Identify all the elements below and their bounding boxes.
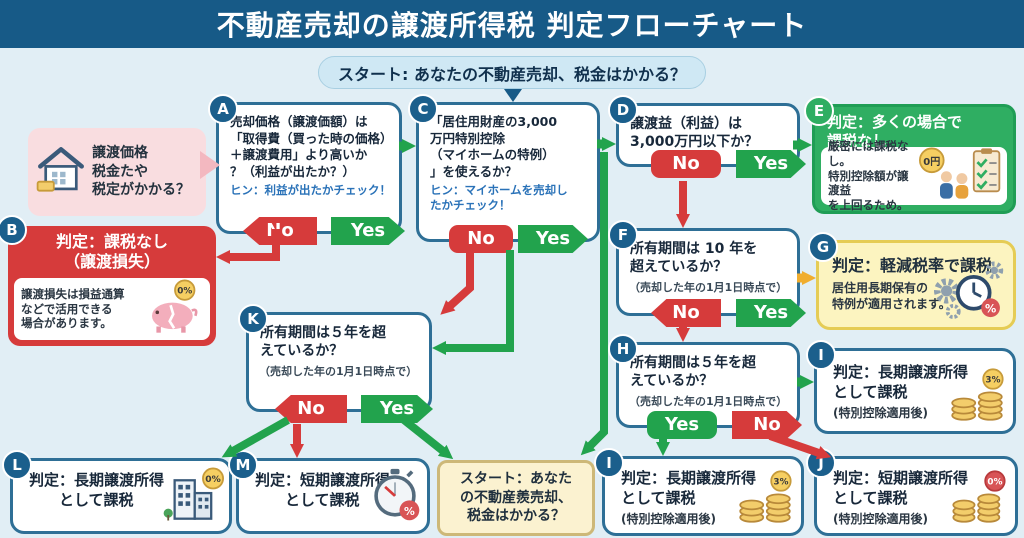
bubble-text: 譲渡価格 税金たや 税定がかかる？ [92,144,190,199]
page-header: 不動産売却の譲渡所得税 判定フローチャート [0,0,1024,48]
node-E: E 判定：多くの場合で 課税なし 厳密には課税なし。 特別控除額が譲渡益 を上回… [804,96,1016,214]
node-G-body: 居住用長期保有の 特例が適用されます。 [832,281,951,312]
coin-stack-icon: 0% [948,469,1010,529]
coin-stack-icon: 3% [946,367,1008,427]
node-I-mid-badge: I [806,340,836,370]
node-D: D 譲渡益（利益）は 3,000万円以下か？ No Yes [608,95,806,178]
page-title: 不動産売却の譲渡所得税 判定フローチャート [216,9,808,42]
node-I-mid-note: (特別控除適用後) [833,405,928,420]
K-to-L-arrow [221,416,290,458]
node-I-bottom-badge: I [594,448,624,478]
node-G-badge: G [808,232,838,262]
svg-text:3%: 3% [985,376,1000,386]
node-I-bottom: I 判定：長期譲渡所得 として課税 (特別控除適用後) 3% [594,448,804,536]
node-C-question: 「居住用財産の3,000 万円特別控除 （マイホームの特例） 」を使えるか？ [430,114,558,179]
node-F-question: 所有期間は 10 年を 超えているか？ [630,241,758,276]
node-F-yes-button[interactable]: Yes [736,299,806,327]
node-H: H 所有期間は５年を超 えているか？ （売却した年の1月1日時点で） Yes N… [608,334,802,439]
node-B-title: 判定：課税なし （譲渡損失） [55,232,168,271]
start-bottom-label: スタート：あなた の不動産羨売却、 税金はかかる？ [460,470,572,525]
node-J: J 判定：短期譲渡所得 として課税 (特別控除適用後) 0% [806,448,1018,536]
node-A-question: 売却価格（譲渡価額）は 「取得費（買った時の価格） ＋譲渡費用」より高いか ？（… [230,114,393,179]
svg-text:0%: 0% [205,475,221,485]
piggy-bank-icon: 0% [144,278,206,340]
K-yes-to-start-bottom-arrow [401,416,454,460]
node-D-badge: D [608,95,638,125]
start-top-pill: スタート: あなたの不動産売却、税金はかかる？ [318,56,706,89]
node-D-no-button[interactable]: No [651,150,721,178]
svg-text:0%: 0% [177,287,192,297]
node-M: M 判定：短期譲渡所得 として課税 % [228,450,430,534]
node-L-title: 判定：長期譲渡所得 として課税 [29,471,165,510]
node-A-no-button[interactable]: No [243,217,317,245]
start-to-C-arrow [504,89,522,102]
node-H-yes-button[interactable]: Yes [647,411,717,439]
node-A-badge: A [208,94,238,124]
node-K-question: 所有期間は５年を超 えているか？ [260,325,386,360]
node-J-badge: J [806,448,836,478]
node-C-yes-button[interactable]: Yes [518,225,588,253]
node-I-mid: I 判定：長期譲渡所得 として課税 (特別控除適用後) 3% [806,340,1016,434]
node-H-no-button[interactable]: No [732,411,802,439]
node-M-title: 判定：短期譲渡所得 として課税 [255,471,391,510]
node-F: F 所有期間は 10 年を 超えているか？ （売却した年の1月1日時点で） No… [608,220,806,327]
node-L-badge: L [2,450,32,480]
node-G-title: 判定：軽減税率で課税 [832,256,993,275]
house-icon [34,142,88,202]
start-top-label: スタート: あなたの不動産売却、税金はかかる？ [338,64,686,84]
family-checklist-icon: 0円 [919,147,1003,205]
node-M-badge: M [228,450,258,480]
node-I-mid-title: 判定：長期譲渡所得 として課税 [833,363,969,402]
node-K: K 所有期間は５年を超 えているか？ （売却した年の1月1日時点で） No Ye… [238,304,433,423]
node-F-note: （売却した年の1月1日時点で） [629,280,788,294]
start-bottom-box: スタート：あなた の不動産羨売却、 税金はかかる？ [437,460,595,536]
node-J-note: (特別控除適用後) [833,511,928,526]
node-B: B 判定：課税なし （譲渡損失） 譲渡損失は損益通算 などで活用できる 場合があ… [0,215,216,346]
node-K-badge: K [238,304,268,334]
svg-text:3%: 3% [773,478,788,488]
node-A-yes-button[interactable]: Yes [331,217,405,245]
node-I-bottom-note: (特別控除適用後) [621,511,716,526]
C-no-to-K-arrow [440,250,474,315]
node-K-no-button[interactable]: No [275,395,347,423]
C-yes-to-K-arrow [432,250,514,355]
node-H-question: 所有期間は５年を超 えているか？ [630,355,756,390]
svg-text:%: % [985,302,996,315]
coin-stack-icon: 3% [734,469,796,529]
building-icon: 0% [160,465,224,527]
node-B-badge: B [0,215,27,245]
node-K-yes-button[interactable]: Yes [361,395,433,423]
svg-text:0%: 0% [987,478,1002,488]
node-K-note: （売却した年の1月1日時点で） [259,364,418,378]
node-H-note: （売却した年の1月1日時点で） [629,394,788,408]
question-bubble: 譲渡価格 税金たや 税定がかかる？ [28,128,206,216]
stopwatch-icon: % [368,467,422,527]
node-F-badge: F [608,220,638,250]
node-E-title: 判定：多くの場合で 課税なし [827,113,963,150]
node-C: C 「居住用財産の3,000 万円特別控除 （マイホームの特例） 」を使えるか？… [408,94,600,253]
node-F-no-button[interactable]: No [651,299,721,327]
node-E-body: 厳密には課税なし。 特別控除額が譲渡益 を上回るため。 [828,138,909,213]
clock-gears-icon: % [932,261,1008,323]
svg-text:%: % [404,505,415,518]
node-A-hint: ヒン：利益が出たかチェック！ [230,183,391,197]
node-J-title: 判定：短期譲渡所得 として課税 [833,469,969,508]
node-C-hint: ヒン：マイホームを売却し たかチェック！ [430,183,568,212]
svg-text:0円: 0円 [923,156,940,168]
node-C-no-button[interactable]: No [449,225,513,253]
node-D-yes-button[interactable]: Yes [736,150,806,178]
node-C-badge: C [408,94,438,124]
node-H-badge: H [608,334,638,364]
node-L: L 判定：長期譲渡所得 として課税 0% [2,450,232,534]
node-E-badge: E [804,96,834,126]
node-I-bottom-title: 判定：長期譲渡所得 として課税 [621,469,757,508]
node-G: G 判定：軽減税率で課税 居住用長期保有の 特例が適用されます。 % [808,232,1016,330]
node-B-body: 譲渡損失は損益通算 などで活用できる 場合があります。 [21,286,125,331]
node-A: A 売却価格（譲渡価額）は 「取得費（買った時の価格） ＋譲渡費用」より高いか … [208,94,405,245]
node-D-question: 譲渡益（利益）は 3,000万円以下か？ [630,116,759,151]
